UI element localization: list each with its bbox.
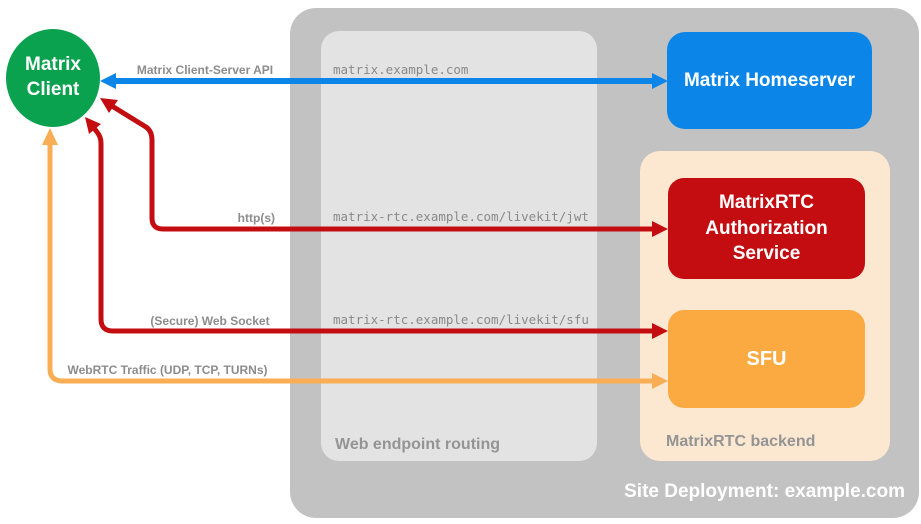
sfu-node: SFU [668, 310, 865, 408]
livekit-sfu-endpoint-label: matrix-rtc.example.com/livekit/sfu [333, 312, 589, 327]
http-arrowhead-client [100, 98, 118, 113]
matrix-homeserver-label: Matrix Homeserver [683, 69, 856, 91]
matrix-endpoint-label: matrix.example.com [333, 62, 469, 77]
webrtc-arrowhead-client [42, 128, 58, 145]
web-endpoint-routing-box [321, 31, 597, 461]
websocket-label: (Secure) Web Socket [150, 314, 270, 328]
sfu-label: SFU [746, 347, 787, 370]
matrixrtc-authorization-service-label: MatrixRTC Authorization Service [705, 192, 828, 265]
client-server-api-label: Matrix Client-Server API [136, 63, 274, 77]
livekit-jwt-endpoint-label: matrix-rtc.example.com/livekit/jwt [333, 209, 589, 224]
webrtc-traffic-label: WebRTC Traffic (UDP, TCP, TURNs) [67, 363, 268, 377]
site-deployment-label: Site Deployment: example.com [624, 481, 905, 502]
matrixrtc-backend-label: MatrixRTC backend [666, 433, 816, 450]
matrix-client-node: Matrix Client [6, 29, 100, 127]
websocket-arrowhead-client [85, 117, 101, 134]
matrix-client-label: Matrix Client [25, 54, 81, 100]
client-server-arrowhead-left [100, 73, 116, 89]
http-label: http(s) [237, 211, 275, 225]
web-endpoint-routing-label: Web endpoint routing [335, 436, 501, 453]
matrixrtc-authorization-service-node: MatrixRTC Authorization Service [668, 178, 865, 279]
matrix-homeserver-node: Matrix Homeserver [667, 32, 872, 129]
